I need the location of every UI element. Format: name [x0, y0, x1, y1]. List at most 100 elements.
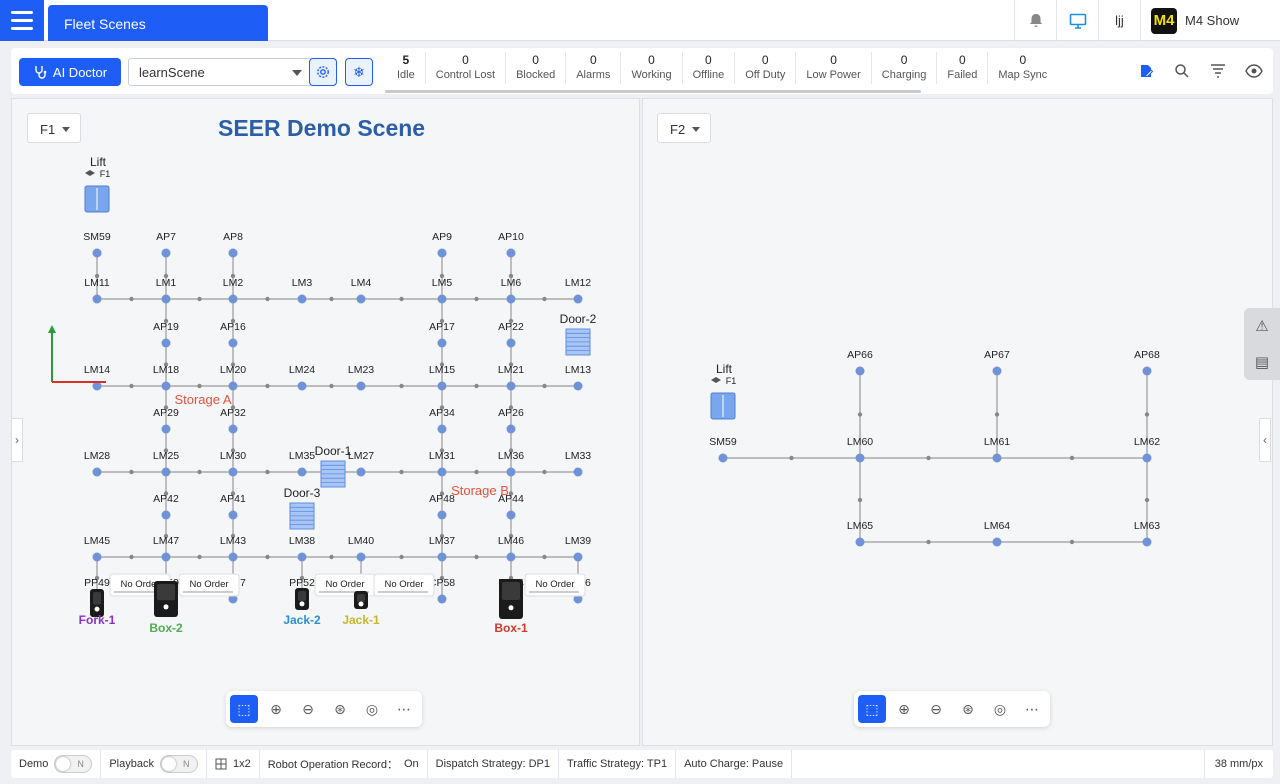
traffic-strategy[interactable]: Traffic Strategy: TP1: [567, 758, 668, 770]
map-node: [437, 424, 447, 434]
layout-switch[interactable]: 1x2: [207, 750, 260, 778]
node-label: LM20: [220, 364, 246, 376]
chevron-right-icon[interactable]: ›: [11, 418, 23, 462]
monitor-icon[interactable]: [1056, 0, 1098, 41]
map-node: [228, 338, 238, 348]
ai-doctor-button[interactable]: AI Doctor: [19, 58, 121, 86]
map-scale: 38 mm/px: [1203, 750, 1273, 778]
zoom-fit-icon[interactable]: ⊛: [334, 700, 346, 717]
node-label: LM36: [498, 450, 524, 462]
edge-arrow: [439, 575, 445, 581]
user-name[interactable]: ljj: [1098, 0, 1140, 41]
edge-arrow: [508, 362, 514, 367]
map-node: [228, 294, 238, 304]
map-node: [356, 552, 366, 562]
chevron-left-icon[interactable]: ‹: [1259, 418, 1271, 462]
more-icon[interactable]: ⋯: [1025, 700, 1039, 717]
node-label: AP16: [220, 321, 246, 333]
clipboard-icon[interactable]: ▤: [1254, 354, 1270, 371]
edge-arrow: [857, 412, 863, 417]
layout-label: 1x2: [232, 758, 251, 770]
zoom-reset-icon[interactable]: ◎: [993, 700, 1007, 717]
robot-top: [93, 592, 101, 605]
node-label: SM59: [83, 231, 111, 243]
floor-select-f1[interactable]: F1: [27, 113, 81, 143]
map-node: [855, 453, 865, 463]
node-label: LM65: [847, 520, 873, 532]
zoom-in-icon[interactable]: ⊕: [898, 700, 910, 717]
map-node: [506, 248, 516, 258]
edge-arrow: [197, 296, 202, 302]
zoom-in-icon[interactable]: ⊕: [270, 700, 282, 717]
edge-arrow: [230, 318, 236, 324]
playback-toggle[interactable]: N: [159, 755, 198, 773]
edge-arrow: [542, 383, 547, 389]
node-label: AP68: [1134, 349, 1160, 361]
edit-icon[interactable]: [1135, 60, 1157, 82]
stats-scrollbar[interactable]: [385, 90, 921, 93]
brand-name: M4 Show: [1185, 13, 1240, 28]
edge-arrow: [926, 455, 931, 461]
counter-value: 0: [959, 53, 966, 67]
filter-icon[interactable]: [1207, 60, 1229, 82]
zoom-fit-icon[interactable]: ⊛: [962, 700, 974, 717]
dispatch-strategy[interactable]: Dispatch Strategy: DP1: [435, 758, 550, 770]
scene-select[interactable]: learnScene: [128, 58, 312, 86]
edge-arrow: [230, 362, 236, 367]
edge-arrow: [129, 296, 134, 302]
node-label: LM27: [348, 450, 374, 462]
record-label: Robot Operation Record：: [267, 759, 398, 771]
floor-select-f2[interactable]: F2: [657, 113, 711, 143]
auto-charge[interactable]: Auto Charge: Pause: [684, 758, 784, 770]
node-label: AP19: [153, 321, 179, 333]
door-label: Door-2: [560, 312, 597, 326]
more-icon[interactable]: ⋯: [397, 700, 411, 717]
node-label: LM14: [84, 364, 110, 376]
zoom-out-icon[interactable]: ⊖: [302, 700, 314, 717]
map-node: [437, 552, 447, 562]
map-node: [437, 248, 447, 258]
robot-light: [358, 601, 364, 607]
zoom-reset-icon[interactable]: ◎: [365, 700, 379, 717]
no-order-label: No Order: [189, 579, 228, 590]
edge-arrow: [542, 554, 547, 560]
record-value[interactable]: On: [403, 758, 419, 770]
robot-label: Jack-2: [283, 613, 321, 627]
map-node: [506, 510, 516, 520]
edge-arrow: [230, 533, 236, 539]
settings-button[interactable]: [309, 58, 337, 86]
menu-icon[interactable]: [0, 0, 44, 41]
robot-top: [357, 594, 365, 603]
tab-fleet-scenes[interactable]: Fleet Scenes: [48, 5, 268, 41]
select-area-icon[interactable]: ⬚: [858, 695, 886, 723]
zoom-out-icon[interactable]: ⊖: [930, 700, 942, 717]
eye-icon[interactable]: [1243, 60, 1265, 82]
map-node: [228, 248, 238, 258]
brand[interactable]: M4 M4 Show: [1140, 0, 1280, 41]
node-label: LM39: [565, 535, 591, 547]
map-node: [573, 552, 583, 562]
bell-icon[interactable]: [1014, 0, 1056, 41]
brand-logo: M4: [1151, 7, 1177, 34]
alarm-light-icon[interactable]: ⚠: [1255, 318, 1269, 335]
select-area-icon[interactable]: ⬚: [230, 695, 258, 723]
freeze-button[interactable]: ❄: [345, 58, 373, 86]
demo-toggle[interactable]: N: [54, 755, 93, 773]
search-icon[interactable]: [1171, 60, 1193, 82]
edge-arrow: [129, 383, 134, 389]
